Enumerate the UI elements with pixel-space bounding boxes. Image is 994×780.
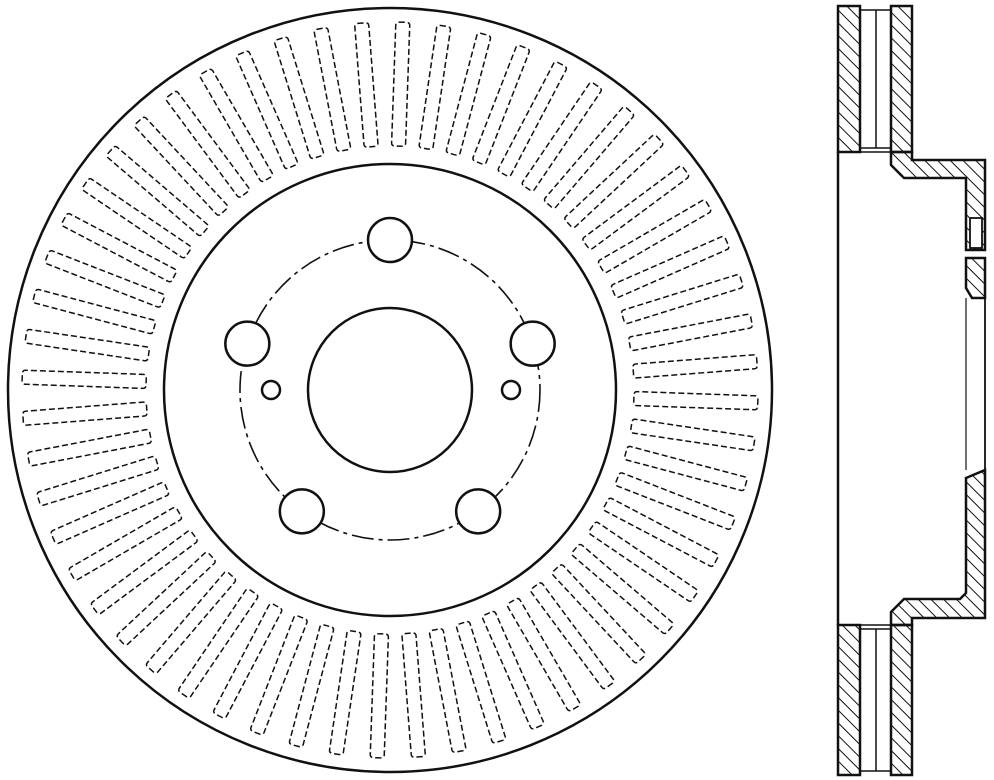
vane bbox=[390, 21, 411, 148]
vane bbox=[81, 178, 192, 259]
hat-face-upper bbox=[964, 256, 987, 300]
vane bbox=[273, 36, 325, 160]
rotor-outer-edge bbox=[6, 6, 774, 774]
vane bbox=[68, 506, 183, 581]
vane bbox=[582, 165, 690, 250]
vane bbox=[629, 418, 756, 452]
vane bbox=[632, 354, 758, 379]
vane bbox=[418, 24, 452, 151]
vane bbox=[116, 551, 216, 646]
vane bbox=[199, 68, 274, 183]
vane bbox=[90, 530, 198, 615]
vane bbox=[61, 212, 177, 283]
locator-hole-left bbox=[260, 379, 282, 401]
vane bbox=[564, 134, 664, 229]
vane bbox=[632, 390, 759, 411]
vane bbox=[588, 521, 699, 602]
vane bbox=[288, 623, 335, 748]
cooling-vanes bbox=[21, 21, 759, 759]
vane bbox=[354, 22, 379, 148]
vane bbox=[628, 313, 753, 352]
bolt-circle bbox=[239, 239, 541, 541]
vane bbox=[328, 629, 362, 756]
vane bbox=[145, 571, 237, 674]
vane bbox=[24, 328, 151, 362]
inner-plate-bottom bbox=[889, 623, 914, 777]
vane bbox=[506, 597, 581, 712]
rotor-hat-edge bbox=[162, 162, 618, 618]
vane bbox=[472, 44, 530, 166]
vane bbox=[445, 32, 492, 157]
vane bbox=[134, 116, 229, 216]
bolt-hole bbox=[509, 320, 556, 367]
vane bbox=[551, 564, 646, 664]
rotor-cross-section-view bbox=[836, 4, 987, 777]
vane bbox=[369, 632, 390, 759]
vane bbox=[597, 199, 712, 274]
center-bore bbox=[306, 306, 474, 474]
hat-stud-hole bbox=[969, 217, 983, 249]
vane bbox=[106, 145, 209, 237]
bolt-holes bbox=[224, 216, 556, 535]
vane bbox=[521, 81, 602, 192]
vane bbox=[530, 582, 615, 690]
vane bbox=[36, 455, 160, 507]
vane bbox=[250, 614, 308, 736]
vane bbox=[620, 273, 744, 325]
vane bbox=[401, 632, 426, 758]
vane bbox=[455, 620, 507, 744]
vane bbox=[313, 27, 352, 152]
outer-plate-top bbox=[836, 4, 862, 154]
bolt-hole bbox=[454, 488, 502, 535]
vane bbox=[571, 543, 674, 635]
vane bbox=[623, 445, 748, 492]
vane bbox=[543, 106, 635, 209]
vane bbox=[50, 481, 170, 545]
vane bbox=[481, 610, 545, 730]
vane bbox=[27, 428, 152, 467]
vane bbox=[21, 369, 148, 390]
vane bbox=[22, 401, 148, 426]
vane bbox=[212, 603, 283, 719]
bolt-hole bbox=[278, 488, 326, 535]
vane bbox=[165, 90, 250, 198]
locator-hole-right bbox=[500, 379, 522, 401]
inner-plate-top bbox=[889, 4, 914, 154]
rotor-front-view bbox=[6, 6, 774, 774]
vane bbox=[428, 628, 467, 753]
bolt-hole bbox=[224, 320, 271, 367]
vane bbox=[32, 288, 157, 335]
vane bbox=[235, 50, 299, 170]
vane bbox=[614, 472, 736, 530]
vane bbox=[44, 250, 166, 308]
vane bbox=[178, 588, 259, 699]
outer-plate-bottom bbox=[836, 623, 862, 777]
vane bbox=[603, 497, 719, 568]
bolt-hole bbox=[366, 216, 414, 264]
vane bbox=[497, 61, 568, 177]
vane bbox=[610, 235, 730, 299]
hat-wall-top bbox=[889, 150, 987, 252]
hat-wall-bottom bbox=[889, 468, 987, 627]
